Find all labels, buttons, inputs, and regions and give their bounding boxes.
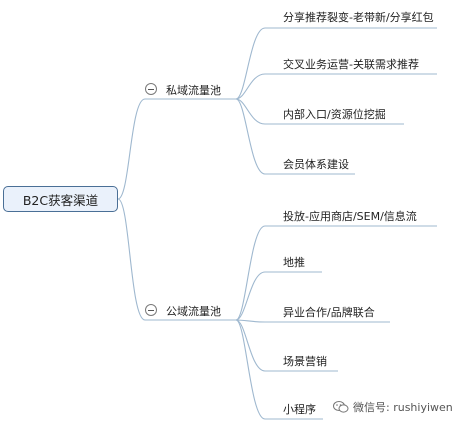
collapse-toggle-private[interactable]	[145, 83, 157, 95]
leaf-internal-entry[interactable]: 内部入口/资源位挖掘	[283, 108, 386, 121]
connector-public-2	[235, 271, 322, 321]
branch-private-pool[interactable]: 私域流量池	[166, 84, 221, 97]
connector-public-5	[235, 319, 323, 420]
wechat-icon	[333, 401, 349, 413]
connector-private-1	[235, 27, 437, 100]
leaf-ground-promotion[interactable]: 地推	[283, 256, 305, 269]
connector-public-3	[235, 319, 390, 323]
leaf-mini-program[interactable]: 小程序	[283, 403, 316, 416]
root-label: B2C获客渠道	[22, 192, 99, 208]
connector-root-public	[117, 198, 236, 321]
leaf-referral-fission[interactable]: 分享推荐裂变-老带新/分享红包	[283, 11, 434, 24]
branch-public-pool[interactable]: 公域流量池	[166, 305, 221, 318]
root-node[interactable]: B2C获客渠道	[3, 186, 118, 212]
connector-public-4	[235, 319, 338, 372]
leaf-cross-business-ops[interactable]: 交叉业务运营-关联需求推荐	[283, 58, 419, 71]
connector-private-2	[235, 73, 437, 100]
watermark-text: 微信号: rushiyiwen	[353, 401, 453, 414]
leaf-paid-placement[interactable]: 投放-应用商店/SEM/信息流	[283, 210, 417, 223]
leaf-membership-system[interactable]: 会员体系建设	[283, 158, 349, 171]
leaf-scenario-marketing[interactable]: 场景营销	[283, 355, 327, 368]
connector-public-1	[235, 225, 437, 321]
watermark: 微信号: rushiyiwen	[333, 398, 453, 416]
connector-private-3	[235, 98, 404, 125]
collapse-toggle-public[interactable]	[145, 304, 157, 316]
connector-private-4	[235, 98, 355, 175]
leaf-cross-industry-coop[interactable]: 异业合作/品牌联合	[283, 306, 375, 319]
connector-root-private	[117, 98, 236, 200]
